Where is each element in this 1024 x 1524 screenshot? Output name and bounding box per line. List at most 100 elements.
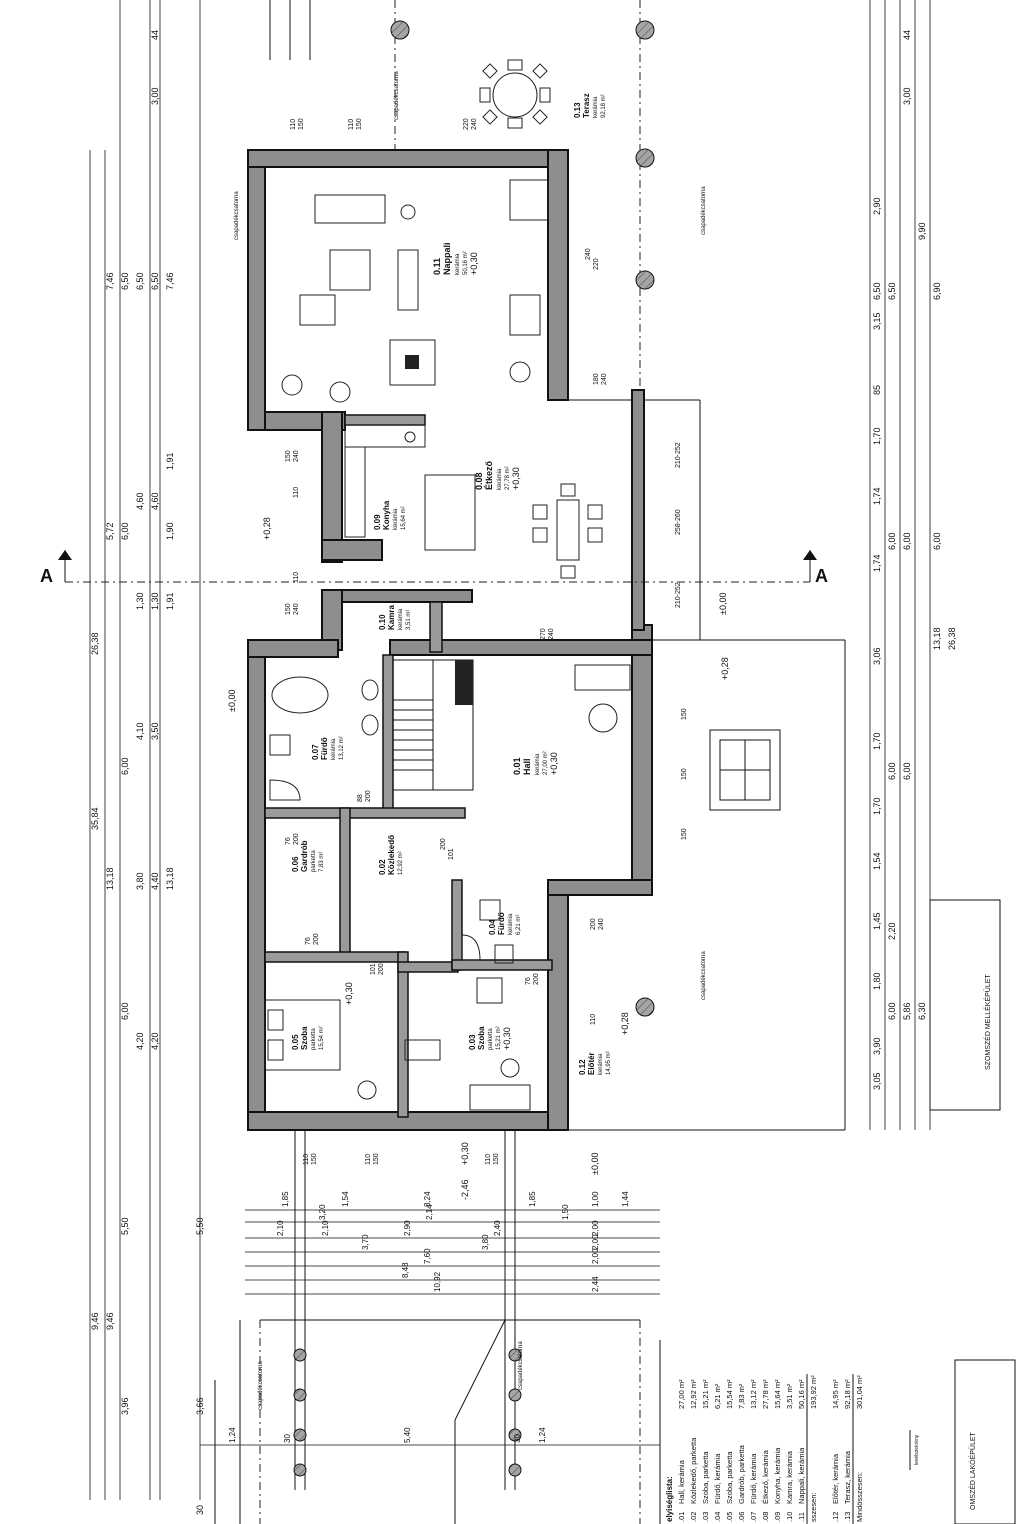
svg-text:Nappali: Nappali bbox=[442, 242, 452, 275]
svg-text:7,83 m²: 7,83 m² bbox=[737, 1383, 746, 1409]
svg-text:+0,28: +0,28 bbox=[620, 1012, 630, 1035]
svg-text:6,21 m²: 6,21 m² bbox=[516, 915, 522, 935]
svg-text:Szoba: Szoba bbox=[300, 1026, 309, 1050]
room-label-hall: 0.01 Hall kerámia 27,00 m² +0,30 bbox=[512, 751, 559, 775]
svg-text:76: 76 bbox=[525, 977, 532, 985]
dimension-lines bbox=[89, 0, 931, 1500]
svg-text:Szoba, parketta: Szoba, parketta bbox=[725, 1451, 734, 1504]
svg-text:30: 30 bbox=[513, 1434, 522, 1443]
furniture bbox=[264, 179, 631, 1111]
svg-text:6,00: 6,00 bbox=[902, 762, 912, 780]
svg-text:kerámia: kerámia bbox=[497, 468, 503, 490]
svg-text:13,18: 13,18 bbox=[932, 627, 942, 650]
svg-text:150: 150 bbox=[681, 768, 688, 780]
svg-text:0.13: 0.13 bbox=[573, 102, 582, 118]
room-label-furdo-2: 0.04 Fürdő kerámia 6,21 m² bbox=[488, 912, 522, 935]
svg-text:1,91: 1,91 bbox=[165, 452, 175, 470]
svg-text:Előtér: Előtér bbox=[587, 1052, 596, 1075]
svg-text:+0,30: +0,30 bbox=[344, 982, 354, 1005]
svg-text:9,46: 9,46 bbox=[90, 1312, 100, 1330]
svg-text:Kamra: Kamra bbox=[387, 605, 396, 630]
svg-text:27,78 m²: 27,78 m² bbox=[761, 1379, 770, 1409]
svg-text:6,00: 6,00 bbox=[120, 1002, 130, 1020]
svg-text:6,30: 6,30 bbox=[917, 1002, 927, 1020]
room-labels: 0.11 Nappali kerámia 50,16 m² +0,30 0.08… bbox=[291, 93, 612, 1075]
svg-text:0.12: 0.12 bbox=[578, 1059, 587, 1075]
svg-text:7,46: 7,46 bbox=[165, 272, 175, 290]
svg-text:14,95 m²: 14,95 m² bbox=[831, 1379, 840, 1409]
svg-text:3,66: 3,66 bbox=[195, 1397, 205, 1415]
room-label-szoba-05: 0.05 Szoba parketta 15,54 m² bbox=[291, 1026, 325, 1050]
svg-text:92,18 m²: 92,18 m² bbox=[601, 94, 607, 118]
svg-text:+0,30: +0,30 bbox=[502, 1027, 512, 1050]
svg-text:10,92: 10,92 bbox=[433, 1271, 442, 1292]
svg-text:3,96: 3,96 bbox=[120, 1397, 130, 1415]
svg-text:4,20: 4,20 bbox=[135, 1032, 145, 1050]
svg-text:76: 76 bbox=[305, 937, 312, 945]
svg-text:Terasz: Terasz bbox=[582, 93, 591, 118]
svg-text:6,50: 6,50 bbox=[887, 282, 897, 300]
svg-text:150: 150 bbox=[493, 1153, 500, 1165]
svg-text:150: 150 bbox=[681, 828, 688, 840]
svg-text:Gardrób: Gardrób bbox=[300, 840, 309, 872]
svg-text:Fürdő, kerámia: Fürdő, kerámia bbox=[749, 1453, 758, 1504]
svg-text:150: 150 bbox=[681, 708, 688, 720]
svg-text:26,38: 26,38 bbox=[90, 632, 100, 655]
svg-text:210-252: 210-252 bbox=[675, 442, 682, 468]
svg-text:1,70: 1,70 bbox=[872, 797, 882, 815]
section-line bbox=[58, 550, 817, 583]
svg-text:+0,30: +0,30 bbox=[460, 1142, 470, 1165]
svg-text:12,92 m²: 12,92 m² bbox=[398, 851, 404, 875]
svg-text:3,15: 3,15 bbox=[872, 312, 882, 330]
svg-text:6,00: 6,00 bbox=[120, 522, 130, 540]
svg-text:200: 200 bbox=[313, 933, 320, 945]
schedule-subtotal: 193,92 m² bbox=[809, 1375, 818, 1409]
section-mark-left: A bbox=[40, 566, 53, 586]
room-label-eloter: 0.12 Előtér kerámia 14,95 m² bbox=[578, 1051, 612, 1075]
opening-dimensions: 110 150 110 150 220 240 240 220 150 240 … bbox=[285, 118, 688, 1165]
svg-text:7,83 m²: 7,83 m² bbox=[319, 852, 325, 872]
svg-text:44: 44 bbox=[150, 30, 160, 40]
svg-text:258-260: 258-260 bbox=[675, 509, 682, 535]
svg-text:44: 44 bbox=[902, 30, 912, 40]
dimension-texts: 35,84 26,38 13,18 9,46 9,46 5,50 5,50 3,… bbox=[90, 30, 957, 1515]
svg-text:0.08: 0.08 bbox=[474, 472, 484, 490]
svg-text:1,45: 1,45 bbox=[872, 912, 882, 930]
svg-text:5,72: 5,72 bbox=[105, 522, 115, 540]
schedule-subtotal-label: sszesen: bbox=[809, 1492, 818, 1522]
svg-text:2,90: 2,90 bbox=[872, 197, 882, 215]
svg-text:.06: .06 bbox=[737, 1512, 746, 1522]
room-label-etkezo: 0.08 Étkező kerámia 27,78 m² +0,30 bbox=[474, 460, 521, 490]
svg-text:4,60: 4,60 bbox=[150, 492, 160, 510]
svg-text:5,50: 5,50 bbox=[195, 1217, 205, 1235]
svg-text:101: 101 bbox=[448, 848, 455, 860]
svg-text:3,50: 3,50 bbox=[150, 722, 160, 740]
room-label-nappali: 0.11 Nappali kerámia 50,16 m² +0,30 bbox=[432, 242, 479, 275]
svg-text:±0,00: ±0,00 bbox=[590, 1153, 600, 1175]
svg-text:0.09: 0.09 bbox=[373, 514, 382, 530]
svg-text:csapadékcsatorna: csapadékcsatorna bbox=[258, 1361, 264, 1410]
schedule-row: .01 bbox=[677, 1512, 686, 1522]
svg-text:150: 150 bbox=[311, 1153, 318, 1165]
svg-text:13,18: 13,18 bbox=[165, 867, 175, 890]
svg-text:15,54 m²: 15,54 m² bbox=[725, 1379, 734, 1409]
svg-text:200: 200 bbox=[440, 838, 447, 850]
svg-text:15,21 m²: 15,21 m² bbox=[701, 1379, 710, 1409]
svg-text:.04: .04 bbox=[713, 1512, 722, 1522]
svg-text:Hall: Hall bbox=[522, 758, 532, 775]
svg-text:200: 200 bbox=[365, 790, 372, 802]
svg-text:Fürdő, kerámia: Fürdő, kerámia bbox=[713, 1453, 722, 1504]
svg-text:1,54: 1,54 bbox=[872, 852, 882, 870]
svg-text:6,00: 6,00 bbox=[932, 532, 942, 550]
svg-text:240: 240 bbox=[601, 373, 608, 385]
svg-text:0.07: 0.07 bbox=[311, 744, 320, 760]
svg-text:76: 76 bbox=[285, 837, 292, 845]
svg-text:240: 240 bbox=[585, 248, 592, 260]
svg-text:85: 85 bbox=[872, 385, 882, 395]
svg-text:1,85: 1,85 bbox=[281, 1191, 290, 1207]
room-label-konyha: 0.09 Konyha kerámia 15,64 m² bbox=[373, 500, 407, 530]
svg-text:csapadékcsatorna: csapadékcsatorna bbox=[394, 71, 400, 120]
svg-text:240: 240 bbox=[598, 918, 605, 930]
level-markers: +0,28 ±0,00 ±0,00 +0,28 +0,30 +0,28 ±0,0… bbox=[227, 517, 730, 1200]
svg-text:220: 220 bbox=[593, 258, 600, 270]
